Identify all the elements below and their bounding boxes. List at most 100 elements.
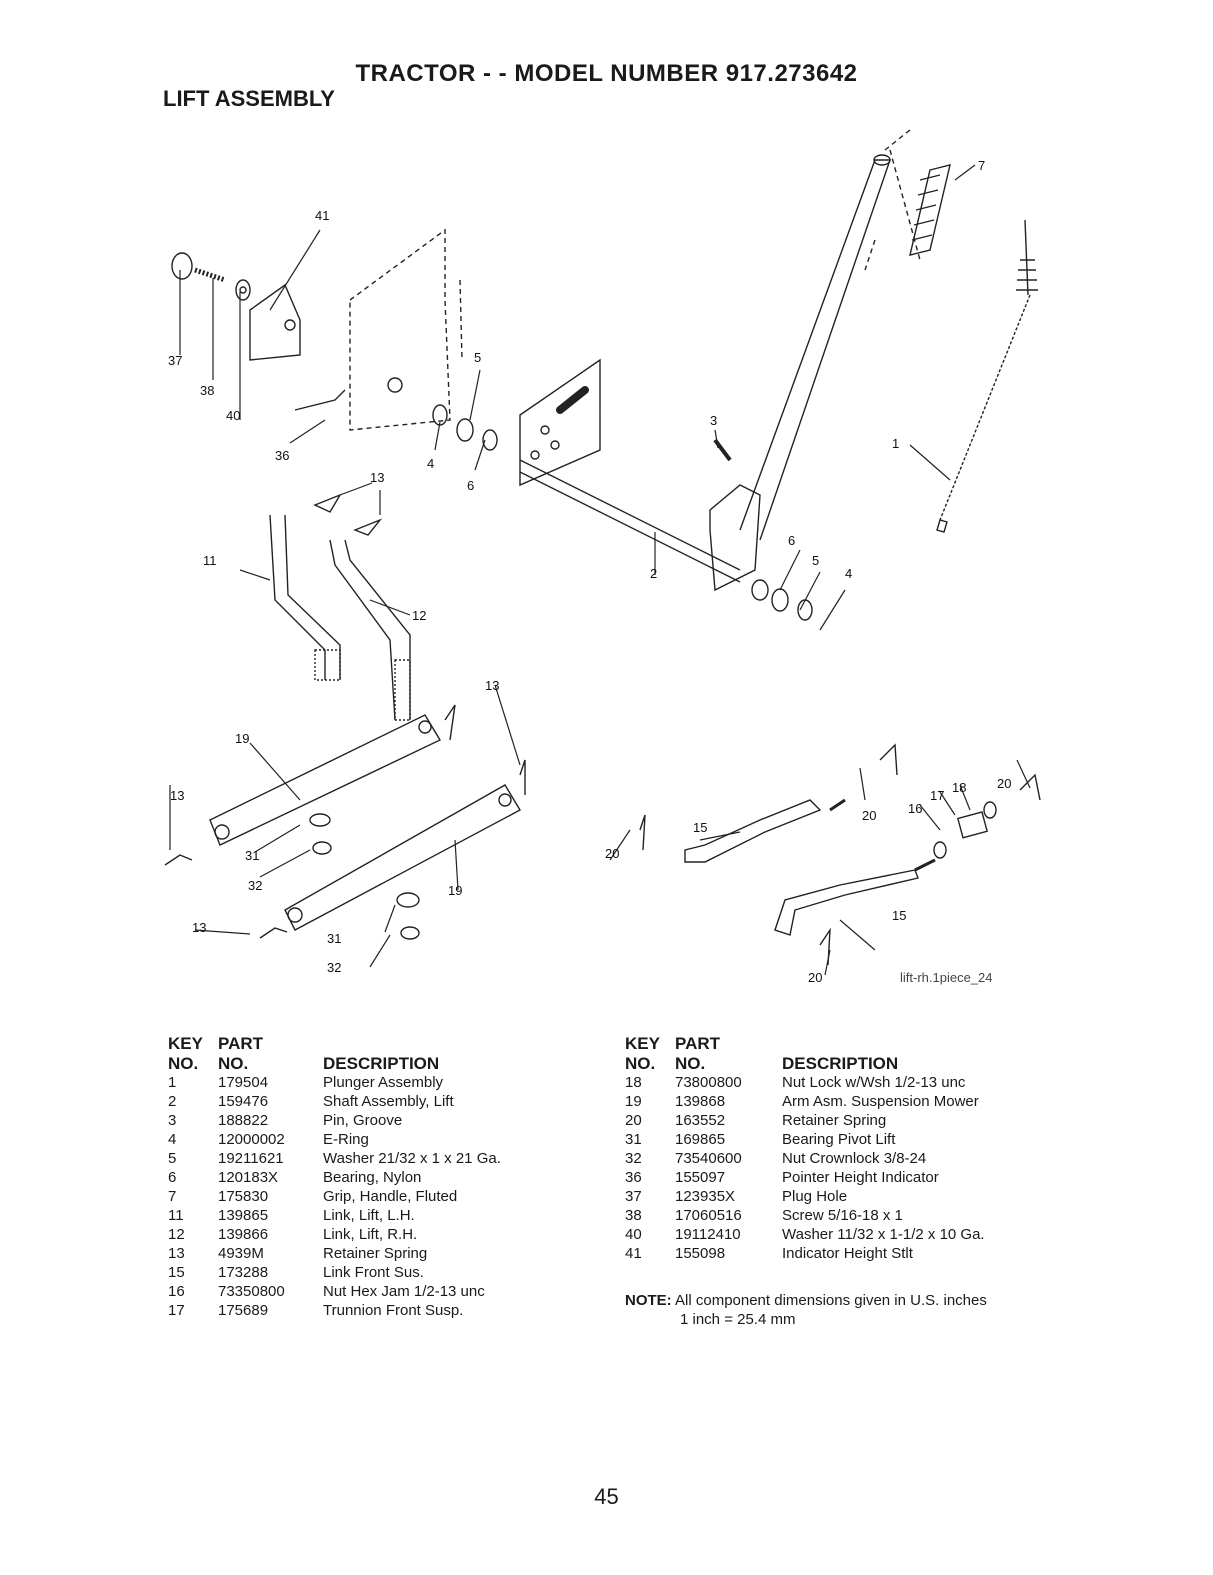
part-no: 139865	[218, 1207, 269, 1224]
svg-text:5: 5	[474, 350, 481, 365]
part-description: Grip, Handle, Fluted	[323, 1188, 458, 1205]
parts-row: 40 19112410 Washer 11/32 x 1-1/2 x 10 Ga.	[625, 1226, 1085, 1245]
part-description: Link, Lift, R.H.	[323, 1226, 418, 1243]
parts-list-header: KEY PART NO. NO. DESCRIPTION	[168, 1034, 440, 1073]
part-description: Retainer Spring	[782, 1112, 887, 1129]
note-line-1: All component dimensions given in U.S. i…	[675, 1292, 987, 1309]
svg-text:6: 6	[788, 533, 795, 548]
key-no: 6	[168, 1169, 177, 1186]
key-no: 20	[625, 1112, 642, 1129]
svg-text:18: 18	[952, 780, 966, 795]
part-36-pointer	[294, 389, 346, 411]
part-no: 139866	[218, 1226, 269, 1243]
part-description: Plug Hole	[782, 1188, 848, 1205]
svg-text:20: 20	[862, 808, 876, 823]
part-no: 17060516	[675, 1207, 742, 1224]
part-description: Trunnion Front Susp.	[323, 1302, 464, 1319]
bearings-washers	[432, 404, 813, 621]
part-41-indicator-height	[249, 283, 301, 361]
part-description: Pointer Height Indicator	[782, 1169, 939, 1186]
svg-text:5: 5	[812, 553, 819, 568]
part-no: 19112410	[675, 1226, 741, 1243]
key-no: 12	[168, 1226, 185, 1243]
retainer-springs	[164, 493, 1041, 966]
part-no: 159476	[218, 1093, 269, 1110]
callout-numbers: 41 37 38 40 36 13 5 4 6 3 2 6 5 4 1 7 11…	[168, 158, 1011, 985]
part-7-grip	[909, 164, 951, 256]
svg-text:32: 32	[248, 878, 262, 893]
part-description: Bearing Pivot Lift	[782, 1131, 896, 1148]
svg-text:3: 3	[710, 413, 717, 428]
section-title: LIFT ASSEMBLY	[163, 86, 335, 111]
part-description: Pin, Groove	[323, 1112, 403, 1129]
parts-row: 36 155097 Pointer Height Indicator	[625, 1169, 1085, 1188]
parts-list-header: KEY PART NO. NO. DESCRIPTION	[625, 1034, 899, 1073]
svg-text:4: 4	[845, 566, 852, 581]
part-no: 169865	[675, 1131, 726, 1148]
svg-text:37: 37	[168, 353, 182, 368]
svg-text:13: 13	[170, 788, 184, 803]
key-no: 18	[625, 1074, 642, 1091]
svg-text:41: 41	[315, 208, 329, 223]
part-no: 19211621	[218, 1150, 284, 1167]
key-no: 40	[625, 1226, 642, 1243]
svg-text:16: 16	[908, 801, 922, 816]
key-no: 3	[168, 1112, 177, 1129]
part-description: Washer 11/32 x 1-1/2 x 10 Ga.	[782, 1226, 985, 1243]
nuts-31-32	[309, 813, 420, 940]
exploded-parts-diagram: 41 37 38 40 36 13 5 4 6 3 2 6 5 4 1 7 11…	[140, 120, 1060, 1000]
part-description: Screw 5/16-18 x 1	[782, 1207, 903, 1224]
key-no: 5	[168, 1150, 177, 1167]
part-description: Nut Lock w/Wsh 1/2-13 unc	[782, 1074, 966, 1091]
part-no: 73540600	[675, 1150, 742, 1167]
key-no: 4	[168, 1131, 177, 1148]
part-no: 173288	[218, 1264, 269, 1281]
part-no: 12000002	[218, 1131, 285, 1148]
parts-row: 4 12000002 E-Ring	[168, 1131, 588, 1150]
part-description: E-Ring	[323, 1131, 369, 1148]
svg-text:19: 19	[448, 883, 462, 898]
key-no: 1	[168, 1074, 177, 1091]
note-line-2: 1 inch = 25.4 mm	[680, 1311, 796, 1328]
part-no: 179504	[218, 1074, 269, 1091]
svg-text:13: 13	[370, 470, 384, 485]
parts-row: 38 17060516 Screw 5/16-18 x 1	[625, 1207, 1085, 1226]
svg-text:19: 19	[235, 731, 249, 746]
svg-text:20: 20	[997, 776, 1011, 791]
part-1-plunger	[936, 219, 1038, 533]
key-no: 38	[625, 1207, 642, 1224]
svg-text:36: 36	[275, 448, 289, 463]
part-description: Arm Asm. Suspension Mower	[782, 1093, 979, 1110]
parts-row: 3 188822 Pin, Groove	[168, 1112, 588, 1131]
key-no: 13	[168, 1245, 185, 1262]
part-no: 175830	[218, 1188, 269, 1205]
part-description: Washer 21/32 x 1 x 21 Ga.	[323, 1150, 501, 1167]
key-no: 36	[625, 1169, 642, 1186]
svg-text:2: 2	[650, 566, 657, 581]
trunnion-parts	[933, 801, 997, 859]
lift-plate	[519, 358, 601, 487]
figure-id: lift-rh.1piece_24	[900, 970, 993, 985]
part-no: 188822	[218, 1112, 269, 1129]
part-no: 155097	[675, 1169, 726, 1186]
key-no: 32	[625, 1150, 642, 1167]
key-no: 16	[168, 1283, 185, 1300]
svg-text:40: 40	[226, 408, 240, 423]
svg-text:13: 13	[485, 678, 499, 693]
part-no: 123935X	[675, 1188, 736, 1205]
svg-text:15: 15	[892, 908, 906, 923]
dimension-note: NOTE: All component dimensions given in …	[625, 1292, 987, 1328]
svg-text:12: 12	[412, 608, 426, 623]
part-description: Retainer Spring	[323, 1245, 428, 1262]
svg-text:13: 13	[192, 920, 206, 935]
svg-text:31: 31	[245, 848, 259, 863]
leader-lines	[169, 164, 1031, 976]
key-no: 15	[168, 1264, 185, 1281]
